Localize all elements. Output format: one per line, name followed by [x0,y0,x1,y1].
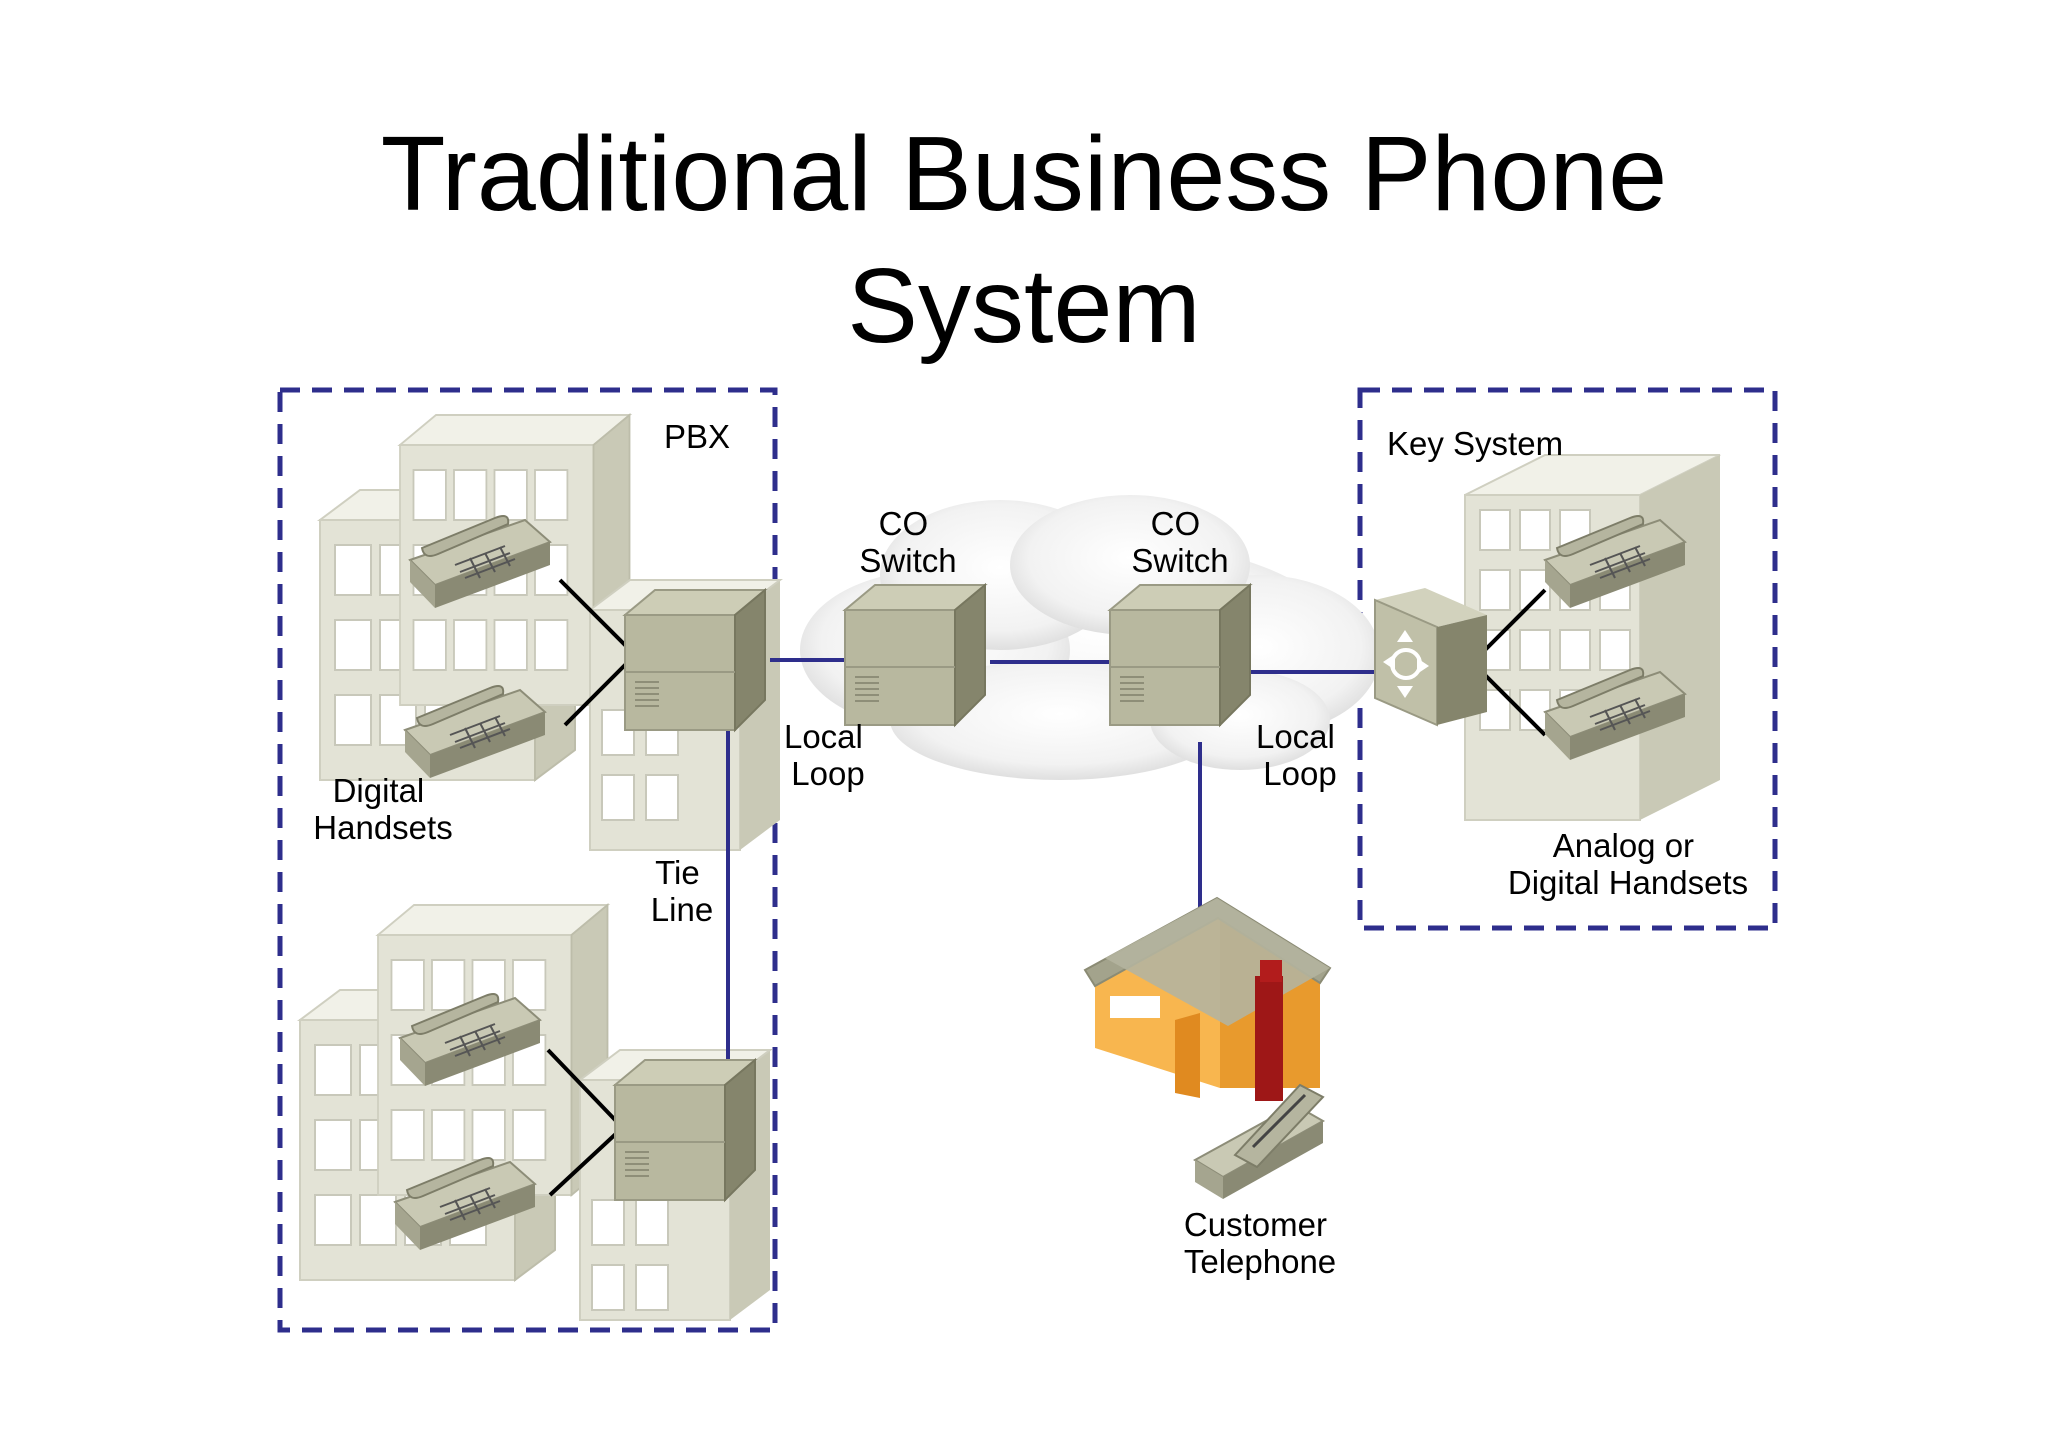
key-system-label: Key System [1387,425,1563,462]
page-title: Traditional Business Phone System [0,108,2048,372]
key-system-building [1464,454,1721,821]
customer-house-icon [1083,896,1332,1101]
co-switch-left-label: CO Switch [859,505,956,579]
pbx-dashed-boundary [277,387,778,1333]
customer-telephone-label: Customer Telephone [1184,1206,1336,1280]
co-switch-right-icon [1109,584,1251,726]
co-switch-right-label: CO Switch [1131,505,1228,579]
handset-wires [546,578,1547,1197]
title-line-2: System [847,247,1201,365]
customer-telephone-icon [1193,1083,1326,1199]
pbx-switch-icon [624,589,766,731]
co-switch-left-icon [844,584,986,726]
local-loop-right-label: Local Loop [1256,718,1344,792]
tie-line-label: Tie Line [651,854,713,928]
local-loop-left-label: Local Loop [784,718,872,792]
pbx-label: PBX [664,418,730,455]
title-line-1: Traditional Business Phone [380,115,1668,233]
network-lines [726,658,1380,1065]
digital-handsets-label: Digital Handsets [313,772,452,846]
key-system-unit-icon [1374,588,1487,727]
analog-digital-handsets-label: Analog or Digital Handsets [1508,827,1748,901]
pbx-switch-icon [614,1059,756,1201]
